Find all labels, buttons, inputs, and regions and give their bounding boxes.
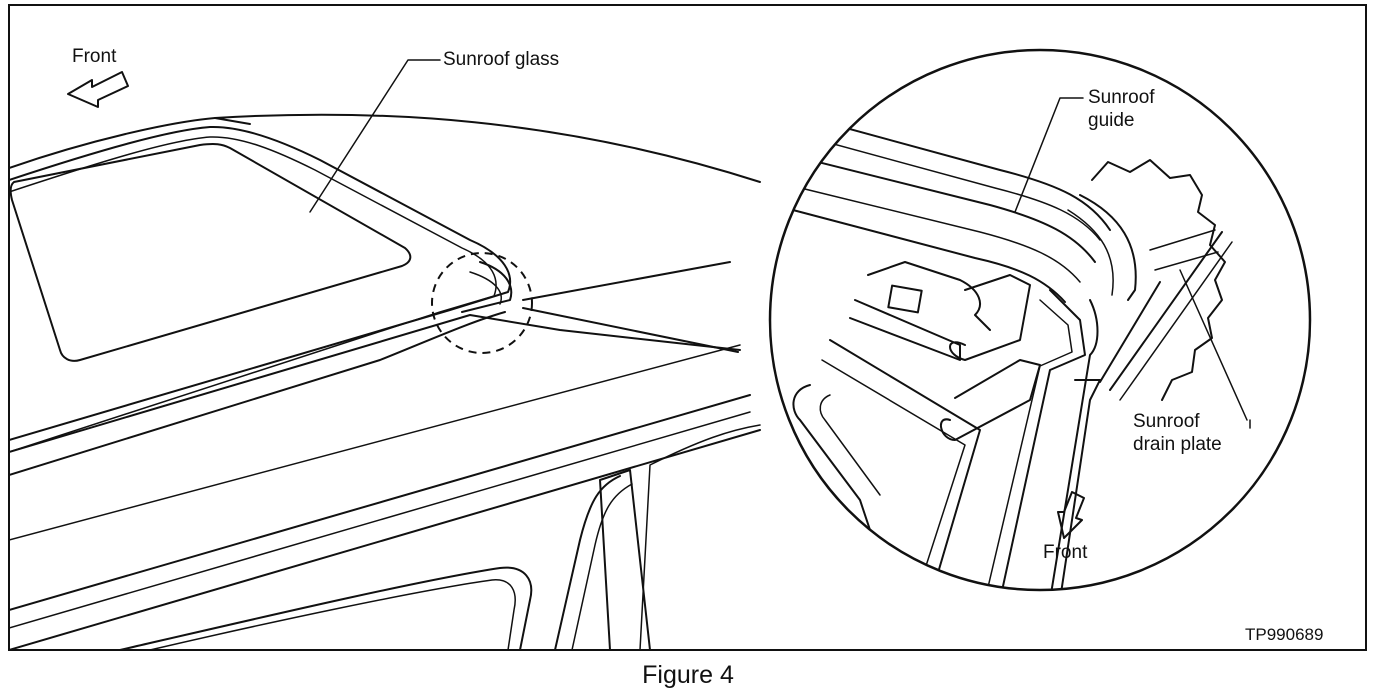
drain-plate-label-line1: Sunroof	[1133, 411, 1200, 432]
front-label-main: Front	[72, 46, 117, 67]
diagram-border	[8, 4, 1367, 651]
sunroof-glass-label: Sunroof glass	[443, 49, 559, 70]
front-arrow-detail-icon	[1057, 491, 1085, 539]
figure-code: TP990689	[1245, 625, 1323, 644]
sunroof-glass-pane	[9, 143, 412, 362]
front-arrow-icon	[67, 71, 129, 108]
callout-wedge	[522, 261, 739, 353]
detail-highlight-circle	[431, 252, 533, 354]
sunroof-guide-label-line2: guide	[1088, 110, 1135, 131]
drain-plate-label-line2: drain plate	[1133, 434, 1222, 455]
sunroof-guide-label-line1: Sunroof	[1088, 87, 1155, 108]
figure-caption: Figure 4	[642, 661, 734, 689]
front-label-detail: Front	[1043, 542, 1088, 563]
car-roof-view	[9, 113, 761, 650]
detail-view	[768, 48, 1312, 592]
